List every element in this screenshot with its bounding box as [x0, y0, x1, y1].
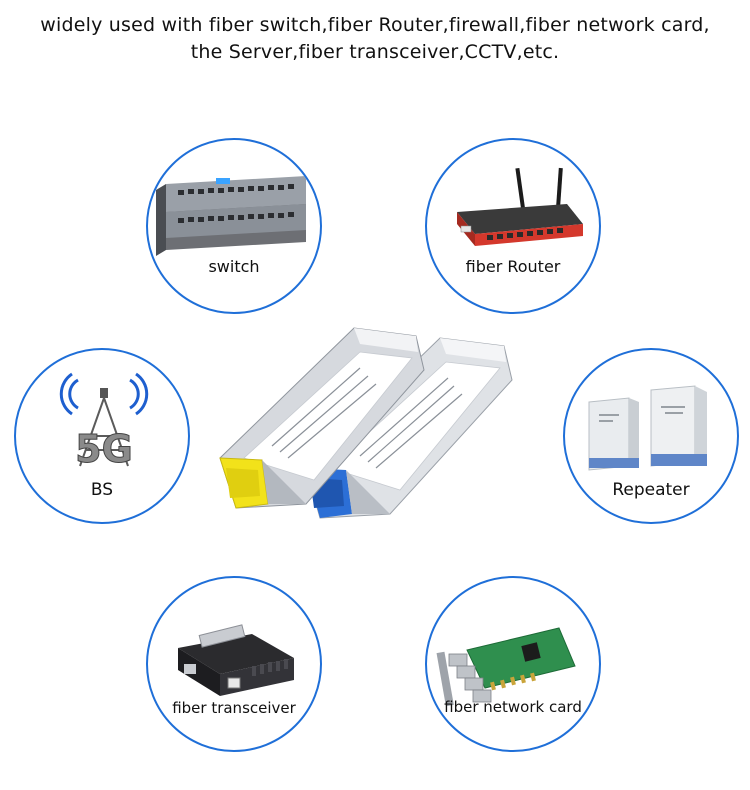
application-circle-repeater: Repeater — [563, 348, 739, 524]
network-card-image — [436, 627, 576, 707]
sfp-modules-image — [219, 327, 513, 519]
application-circle-transceiver: fiber transceiver — [146, 576, 322, 752]
application-circle-bs: 5G BS — [14, 348, 190, 524]
transceiver-label: fiber transceiver — [172, 699, 296, 717]
repeater-image — [588, 385, 707, 471]
svg-text:5G: 5G — [75, 427, 133, 471]
network-card-label: fiber network card — [444, 698, 582, 716]
headline-line-2: the Server,fiber transceiver,CCTV,etc. — [190, 41, 560, 63]
router-image — [457, 167, 583, 246]
application-circle-network-card: fiber network card — [425, 576, 601, 752]
application-circle-switch: switch — [146, 138, 322, 314]
bs-label: BS — [90, 480, 114, 500]
media-converter-image — [178, 624, 294, 696]
router-label: fiber Router — [465, 257, 561, 276]
base-station-5g-image: 5G — [59, 372, 149, 472]
switch-label: switch — [208, 257, 260, 276]
application-circle-router: fiber Router — [425, 138, 601, 314]
repeater-label: Repeater — [612, 480, 690, 500]
switch-image — [156, 176, 306, 256]
headline-line-1: widely used with fiber switch,fiber Rout… — [40, 14, 710, 36]
